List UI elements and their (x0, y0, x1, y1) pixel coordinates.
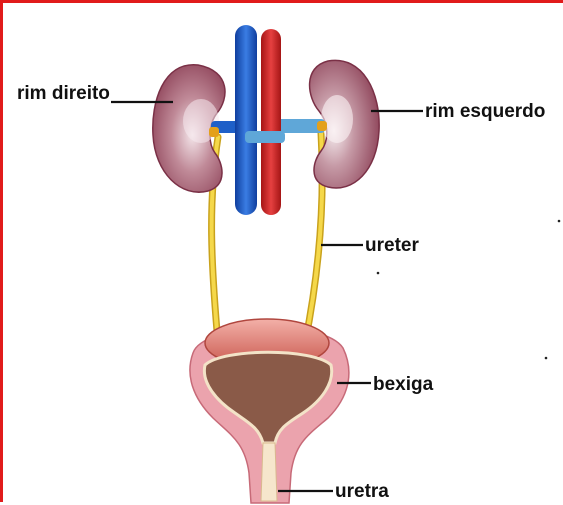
stray-dot (377, 272, 380, 275)
label-right-kidney: rim direito (17, 83, 110, 104)
vena-cava (235, 25, 257, 215)
bladder (190, 319, 349, 503)
urethra-channel (261, 443, 277, 501)
label-ureter: ureter (365, 235, 419, 256)
urinary-system-diagram: rim direito rim esquerdo ureter bexiga u… (3, 3, 563, 505)
stray-dot (558, 220, 561, 223)
stray-dot (545, 357, 548, 360)
label-left-kidney: rim esquerdo (425, 101, 545, 122)
label-urethra: uretra (335, 481, 389, 502)
label-bladder: bexiga (373, 374, 434, 395)
